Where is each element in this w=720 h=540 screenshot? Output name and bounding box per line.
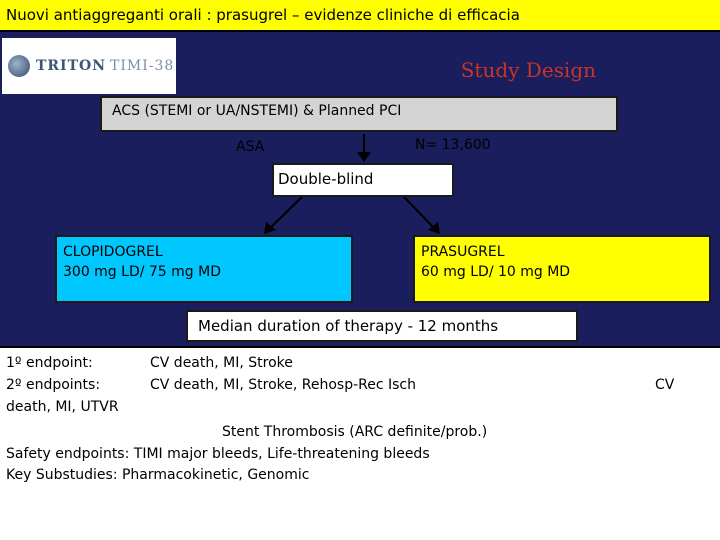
- primary-endpoint-label: 1º endpoint:: [6, 355, 93, 371]
- prasugrel-name: PRASUGREL: [421, 244, 505, 260]
- key-substudies: Key Substudies: Pharmacokinetic, Genomic: [6, 467, 310, 483]
- median-duration-box: Median duration of therapy - 12 months: [186, 310, 578, 342]
- safety-endpoints: Safety endpoints: TIMI major bleeds, Lif…: [6, 446, 430, 462]
- right-arrow: [403, 196, 435, 229]
- secondary-endpoint-continued: death, MI, UTVR: [6, 399, 119, 415]
- clopidogrel-name: CLOPIDOGREL: [63, 244, 163, 260]
- primary-endpoint-value: CV death, MI, Stroke: [150, 355, 293, 371]
- prasugrel-dose: 60 mg LD/ 10 mg MD: [421, 264, 571, 280]
- secondary-endpoint-value: CV death, MI, Stroke, Rehosp-Rec Isch: [150, 377, 416, 393]
- logo-name: TRITON: [36, 58, 107, 74]
- logo-sub: TIMI-38: [110, 58, 175, 74]
- clopidogrel-arm-box: CLOPIDOGREL 300 mg LD/ 75 mg MD: [55, 235, 353, 303]
- right-arrow-head: [428, 222, 440, 234]
- asa-label: ASA: [236, 139, 265, 155]
- population-box: ACS (STEMI or UA/NSTEMI) & Planned PCI: [100, 96, 618, 132]
- study-design-heading: Study Design: [460, 58, 596, 82]
- secondary-endpoint-tail: CV: [655, 377, 675, 393]
- prasugrel-arm-box: PRASUGREL 60 mg LD/ 10 mg MD: [413, 235, 711, 303]
- secondary-endpoint-label: 2º endpoints:: [6, 377, 101, 393]
- left-arrow: [269, 196, 303, 229]
- stent-thrombosis-endpoint: Stent Thrombosis (ARC definite/prob.): [222, 424, 488, 440]
- globe-icon: [8, 55, 30, 77]
- median-duration-text: Median duration of therapy - 12 months: [198, 317, 499, 335]
- sample-size-label: N= 13,600: [415, 137, 491, 153]
- endpoints-panel: 1º endpoint: CV death, MI, Stroke 2º end…: [0, 346, 720, 540]
- clopidogrel-dose: 300 mg LD/ 75 mg MD: [63, 264, 221, 280]
- slide-title: Nuovi antiaggreganti orali : prasugrel –…: [6, 6, 520, 24]
- double-blind-text: Double-blind: [278, 170, 374, 188]
- down-arrow-head: [357, 152, 371, 162]
- left-arrow-head: [264, 222, 276, 234]
- double-blind-box: Double-blind: [272, 163, 454, 197]
- header-bar: Nuovi antiaggreganti orali : prasugrel –…: [0, 0, 720, 32]
- population-text: ACS (STEMI or UA/NSTEMI) & Planned PCI: [112, 103, 402, 119]
